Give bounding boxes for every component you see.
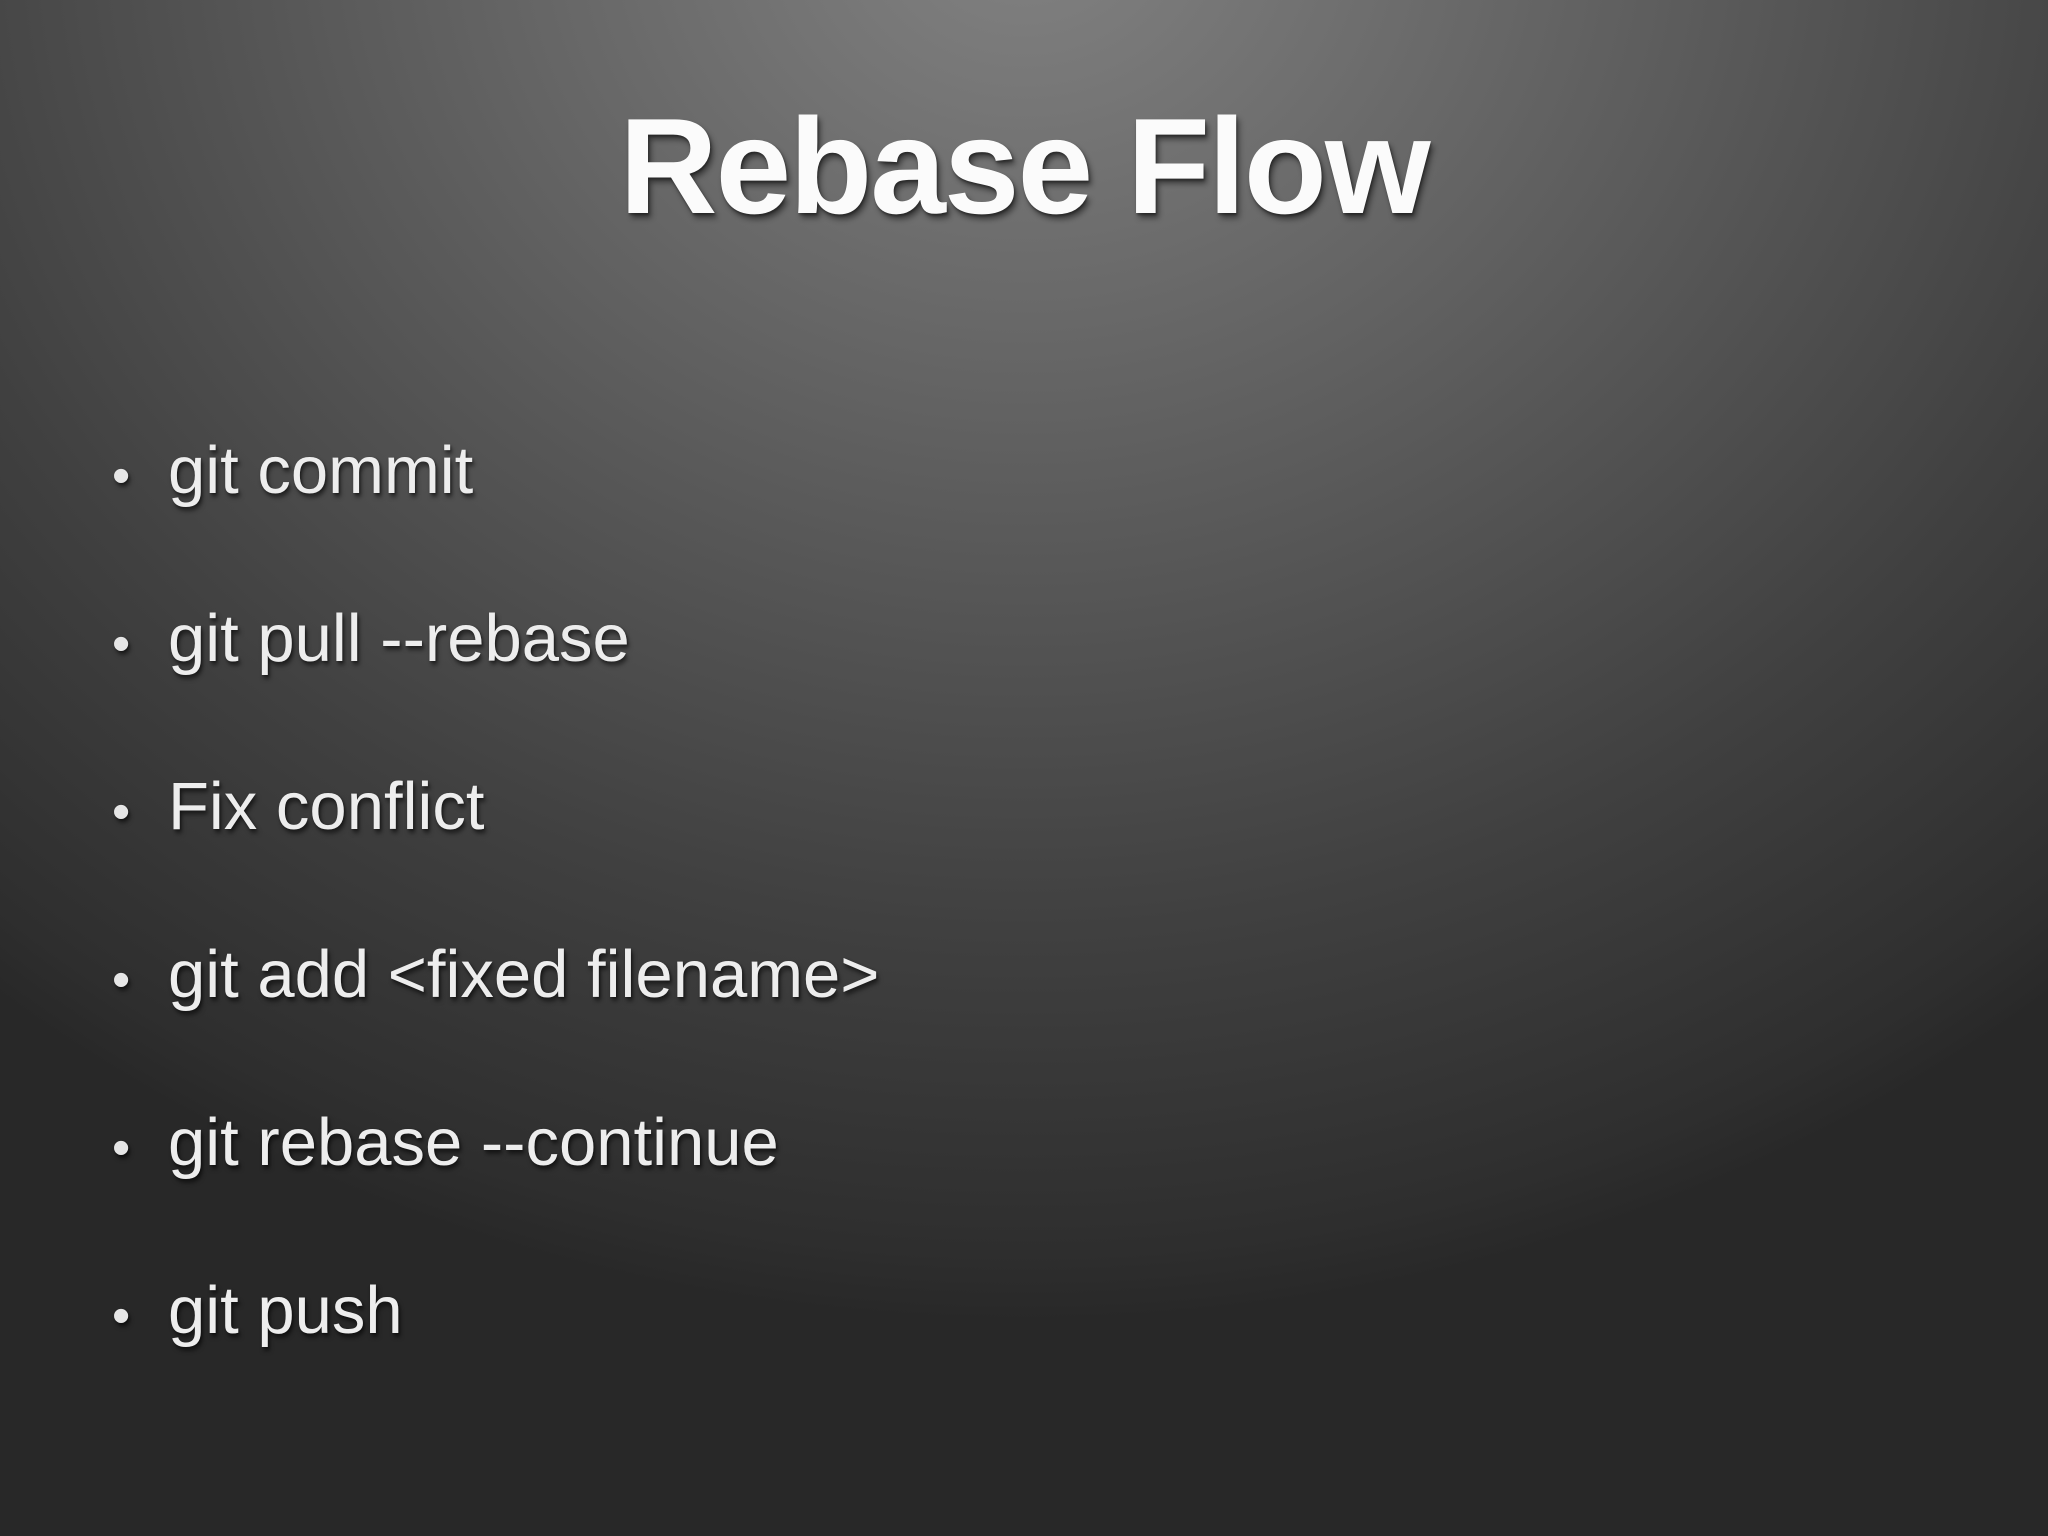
- list-item: • git add <fixed filename>: [112, 941, 1928, 1008]
- bullet-label: git commit: [168, 433, 474, 508]
- bullet-icon: •: [112, 615, 131, 673]
- list-item: • Fix conflict: [112, 773, 1928, 840]
- slide-title: Rebase Flow: [619, 90, 1430, 242]
- bullet-icon: •: [112, 1287, 131, 1345]
- bullet-icon: •: [112, 447, 131, 505]
- list-item: • git pull --rebase: [112, 605, 1928, 672]
- list-item: • git push: [112, 1277, 1928, 1344]
- bullet-label: git pull --rebase: [168, 601, 630, 676]
- bullet-icon: •: [112, 783, 131, 841]
- bullet-label: git rebase --continue: [168, 1105, 779, 1180]
- bullet-icon: •: [112, 1119, 131, 1177]
- bullet-icon: •: [112, 951, 131, 1009]
- bullet-label: Fix conflict: [168, 769, 485, 844]
- bullet-label: git add <fixed filename>: [168, 937, 880, 1012]
- list-item: • git rebase --continue: [112, 1109, 1928, 1176]
- bullet-label: git push: [168, 1273, 403, 1348]
- bullet-list: • git commit • git pull --rebase • Fix c…: [112, 437, 1928, 1344]
- list-item: • git commit: [112, 437, 1928, 504]
